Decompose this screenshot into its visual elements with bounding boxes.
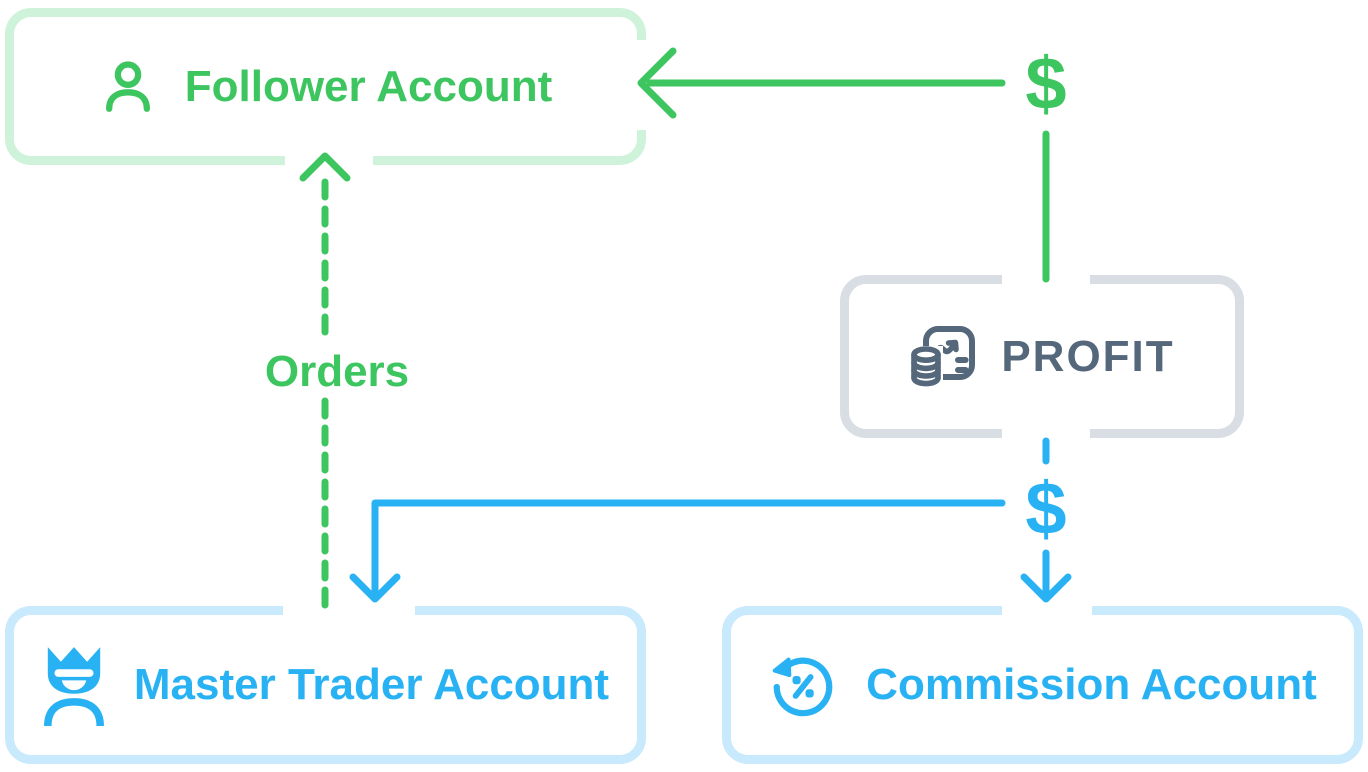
- border-gap-profit-top: [1002, 270, 1090, 290]
- arrowhead-down-master: [349, 573, 401, 603]
- crown-user-icon: [43, 647, 104, 726]
- follower-account-label: Follower Account: [184, 61, 553, 111]
- profit-dollar-blue: $: [1025, 467, 1067, 550]
- master-trader-account-node: Master Trader Account: [5, 606, 646, 764]
- arrowhead-down-commission: [1020, 573, 1072, 603]
- follower-account-node: Follower Account: [5, 8, 646, 165]
- border-gap-follower-right: [630, 40, 654, 130]
- user-icon: [105, 60, 150, 112]
- border-gap-commission-top: [1002, 601, 1092, 622]
- profit-label: PROFIT: [1001, 331, 1175, 381]
- profit-dollar-green: $: [1025, 42, 1067, 125]
- border-gap-follower-bottom: [285, 151, 373, 173]
- arrow-dollar-to-master: [371, 499, 1006, 601]
- profit-node: PROFIT: [840, 275, 1244, 438]
- orders-edge-label: Orders: [264, 347, 410, 396]
- report-coins-icon: [910, 325, 976, 387]
- border-gap-profit-bottom: [1002, 423, 1090, 445]
- commission-account-node: Commission Account: [722, 606, 1363, 764]
- master-trader-account-label: Master Trader Account: [133, 660, 610, 709]
- commission-account-label: Commission Account: [866, 660, 1317, 709]
- border-gap-master-top: [283, 601, 415, 622]
- percent-refresh-icon: [772, 657, 833, 717]
